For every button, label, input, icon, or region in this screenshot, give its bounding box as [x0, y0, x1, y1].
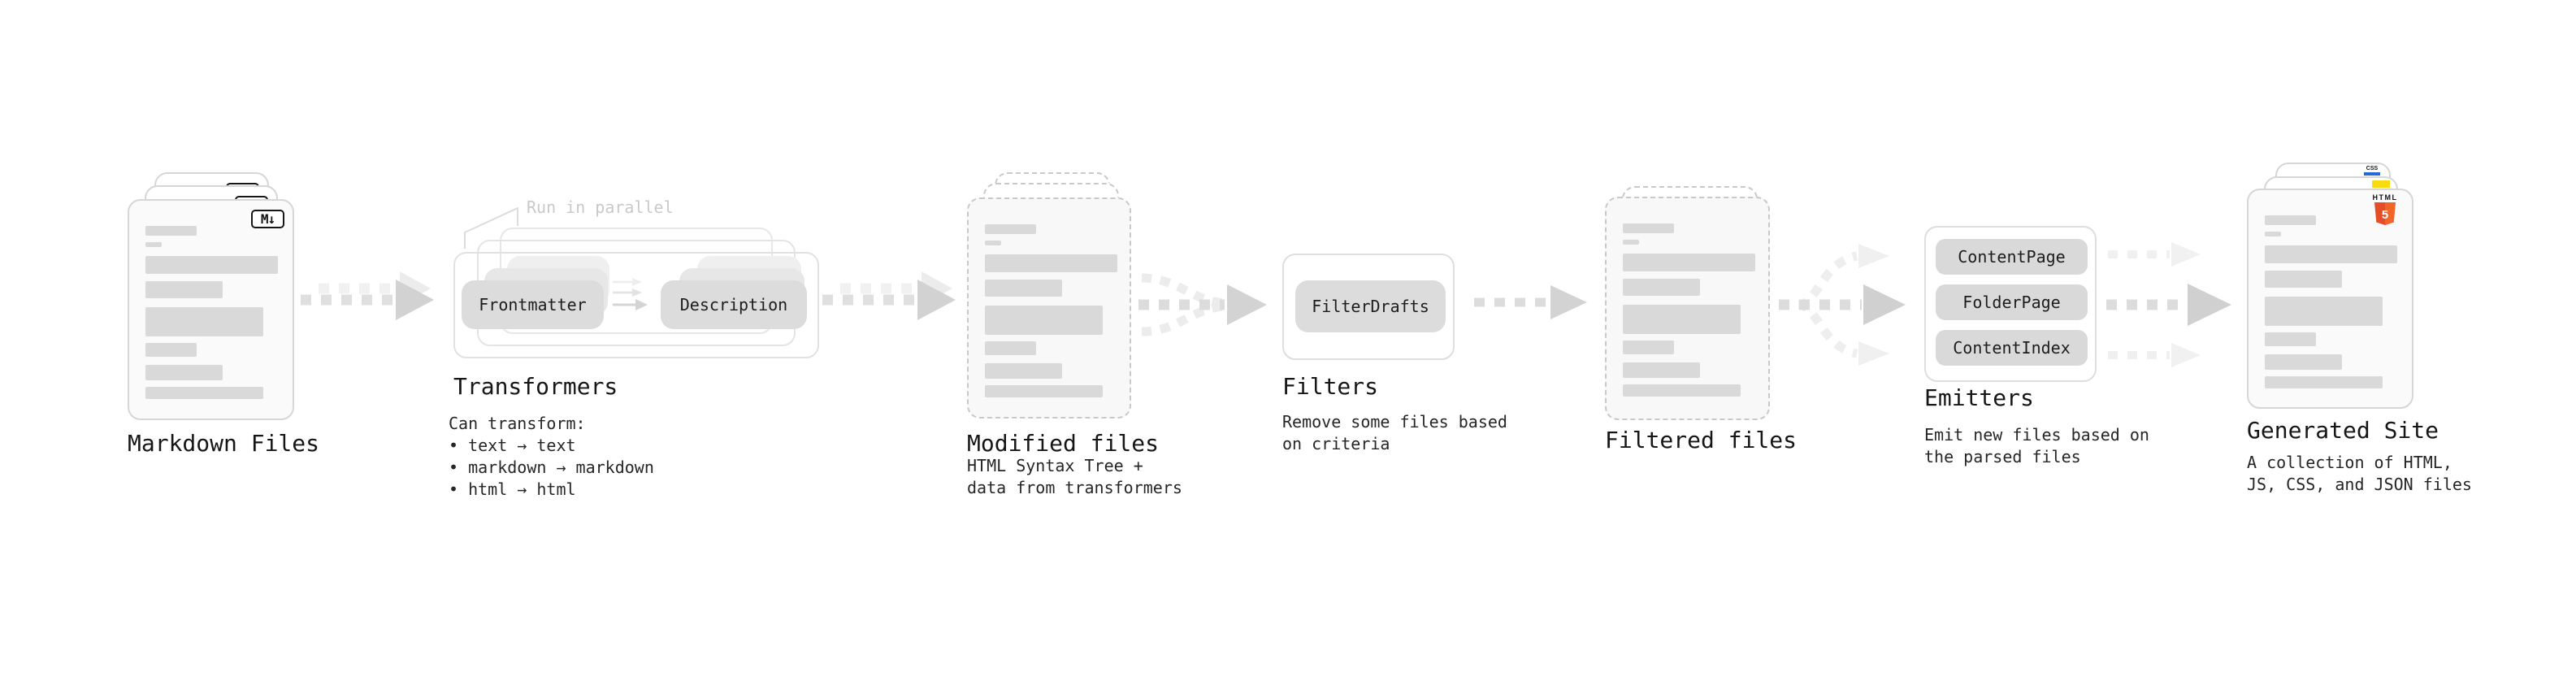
arrow-emitters-to-generated: [2106, 242, 2231, 367]
contentindex-pill: ContentIndex: [1936, 330, 2088, 366]
css-logo-icon: CSS: [2364, 166, 2380, 176]
text-placeholder-bars: [129, 226, 293, 399]
stage-modified-files: [967, 172, 1131, 432]
text-placeholder-bars: [2249, 215, 2412, 388]
stage-markdown-files: M↓ M↓ M↓: [128, 172, 294, 432]
frontmatter-pill: Frontmatter: [462, 280, 604, 329]
svg-text:5: 5: [2382, 208, 2388, 222]
filtered-file-card: [1605, 197, 1770, 420]
emitters-label: Emitters: [1924, 384, 2034, 411]
markdown-file-card: M↓: [128, 199, 294, 420]
description-pill: Description: [661, 280, 807, 329]
text-placeholder-bars: [1607, 223, 1768, 397]
arrow-transformers-to-modified: [822, 271, 956, 320]
filterdrafts-pill: FilterDrafts: [1295, 280, 1446, 332]
arrow-filters-to-filtered: [1474, 285, 1587, 319]
modified-files-label: Modified files: [967, 430, 1160, 457]
transformers-label: Transformers: [453, 373, 618, 400]
folderpage-pill: FolderPage: [1936, 284, 2088, 320]
js-logo-icon: [2372, 180, 2390, 188]
stage-generated-site: CSS HTML 5: [2247, 163, 2413, 423]
filtered-files-label: Filtered files: [1605, 427, 1798, 453]
html5-logo-icon: HTML 5: [2368, 193, 2402, 225]
html-file-card: HTML 5: [2247, 189, 2413, 409]
filters-description: Remove some files based on criteria: [1282, 412, 1507, 453]
parallel-arrows-icon: [613, 278, 648, 310]
arrow-markdown-to-transformers: [301, 271, 434, 320]
generated-site-description: A collection of HTML, JS, CSS, and JSON …: [2247, 453, 2472, 494]
arrow-modified-to-filters: [1138, 273, 1267, 336]
run-in-parallel-annotation: Run in parallel: [527, 197, 674, 217]
markdown-logo-icon: M↓: [251, 210, 284, 228]
arrow-filtered-to-emitters: [1779, 244, 1906, 366]
emitters-container: ContentPage FolderPage ContentIndex: [1924, 226, 2097, 382]
generated-site-label: Generated Site: [2247, 417, 2439, 444]
modified-files-description: HTML Syntax Tree + data from transformer…: [967, 456, 1182, 497]
stage-filtered-files: [1605, 186, 1770, 430]
filters-container: FilterDrafts: [1282, 254, 1455, 360]
transformers-description: Can transform: • text → text • markdown …: [449, 414, 654, 499]
modified-file-card: [967, 197, 1131, 419]
transformer-container: [453, 252, 819, 358]
annotation-leader-line: [464, 207, 518, 249]
filters-label: Filters: [1282, 373, 1379, 400]
contentpage-pill: ContentPage: [1936, 239, 2088, 275]
emitters-description: Emit new files based on the parsed files: [1924, 425, 2149, 466]
markdown-files-label: Markdown Files: [128, 430, 320, 457]
text-placeholder-bars: [969, 224, 1130, 397]
